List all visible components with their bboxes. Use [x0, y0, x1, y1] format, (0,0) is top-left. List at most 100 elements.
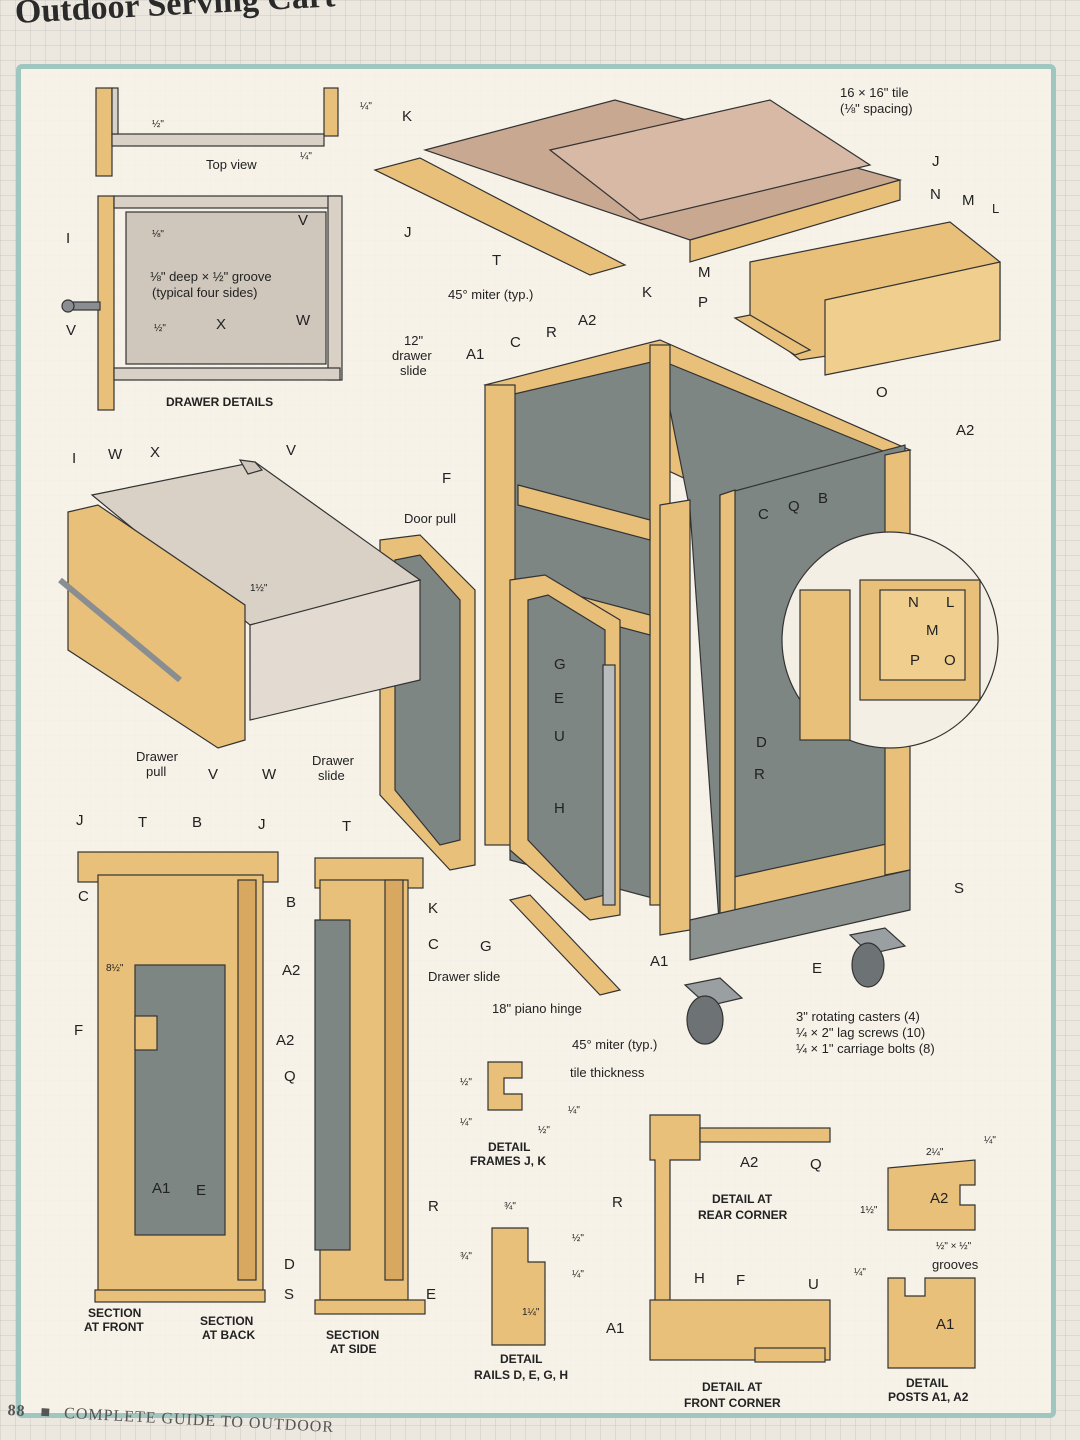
- top-view-caption: Top view: [206, 157, 257, 172]
- sec-label-b1: B: [192, 814, 203, 831]
- section-back-drawing: [314, 857, 426, 1315]
- sec-label-s: S: [284, 1286, 295, 1303]
- front-cap-2: FRONT CORNER: [684, 1396, 781, 1410]
- posts-label-a2: A2: [930, 1190, 949, 1207]
- ex-label-e2: E: [812, 960, 823, 977]
- dx-label-x: X: [150, 444, 161, 461]
- ex-label-l: L: [992, 201, 1000, 216]
- ex-door-pull: Door pull: [404, 511, 457, 526]
- rear-cap-2: REAR CORNER: [698, 1208, 788, 1222]
- ex-label-a2a: A2: [578, 312, 597, 329]
- sec-label-q: Q: [284, 1068, 296, 1085]
- posts-grooves-2: grooves: [932, 1257, 979, 1272]
- sec-label-t2: T: [342, 818, 352, 835]
- front-label-f: F: [736, 1272, 746, 1289]
- drawer-front-drawing: [733, 221, 1001, 376]
- dd-label-i: I: [66, 230, 71, 247]
- sec-label-t1: T: [138, 814, 148, 831]
- sec-label-c2: C: [428, 936, 439, 953]
- ex-label-c1: C: [510, 334, 521, 351]
- dr-dim-q: ¼": [572, 1269, 584, 1280]
- top-view-drawing: [95, 87, 339, 177]
- sec-label-e2: E: [426, 1286, 437, 1303]
- ex-label-p: P: [698, 294, 709, 311]
- rear-label-r: R: [612, 1194, 623, 1211]
- sec-label-k: K: [428, 900, 439, 917]
- sec-cap-side-1: SECTION: [326, 1328, 380, 1342]
- ex-label-r1: R: [546, 324, 557, 341]
- sec-label-a2a: A2: [282, 962, 301, 979]
- ex-label-o: O: [876, 384, 888, 401]
- dr-dim-1q: 1¼": [522, 1307, 540, 1318]
- sec-label-j1: J: [76, 812, 84, 829]
- rear-cap-1: DETAIL AT: [712, 1192, 773, 1206]
- dx-drawer-slide-2: slide: [318, 768, 345, 783]
- ex-slide-note-1: 12": [404, 333, 424, 348]
- front-label-u: U: [808, 1276, 819, 1293]
- dx-drawer-pull-1: Drawer: [136, 749, 178, 764]
- posts-cap-2: POSTS A1, A2: [888, 1390, 969, 1404]
- top-view-dim-quarter-b: ¼": [300, 151, 312, 162]
- ex-label-r2: R: [754, 766, 765, 783]
- inset-label-o: O: [944, 652, 956, 669]
- sec-label-f: F: [74, 1022, 84, 1039]
- ex-label-t: T: [492, 252, 502, 269]
- dd-label-v1: V: [298, 212, 309, 229]
- sec-label-r: R: [428, 1198, 439, 1215]
- posts-dim-q-top: ¼": [984, 1135, 996, 1146]
- sec-label-a1: A1: [152, 1180, 171, 1197]
- detail-front-corner-drawing: [649, 1299, 831, 1363]
- dr-dim-3q: ¾": [504, 1201, 516, 1212]
- detail-frames-drawing: [487, 1061, 523, 1111]
- top-view-dim-quarter-a: ¼": [360, 101, 372, 112]
- sec-label-j2: J: [258, 816, 266, 833]
- dx-label-v2: V: [208, 766, 219, 783]
- ex-slide-note-3: slide: [400, 363, 427, 378]
- inset-label-n: N: [908, 594, 919, 611]
- dx-label-i: I: [72, 450, 77, 467]
- posts-cap-1: DETAIL: [906, 1376, 949, 1390]
- sec-drawer-slide: Drawer slide: [428, 969, 501, 984]
- ex-miter-note: 45° miter (typ.): [448, 287, 534, 302]
- df-cap-1: DETAIL: [488, 1140, 531, 1154]
- ex-label-e1: E: [554, 690, 565, 707]
- dr-cap-1: DETAIL: [500, 1352, 543, 1366]
- sec-cap-side-2: AT SIDE: [330, 1342, 377, 1356]
- dx-label-w: W: [108, 446, 123, 463]
- sec-label-b2: B: [286, 894, 297, 911]
- ex-label-a2b: A2: [956, 422, 975, 439]
- ex-label-j2: J: [932, 153, 940, 170]
- drawer-details-drawing: [61, 195, 343, 411]
- front-label-a1: A1: [606, 1320, 625, 1337]
- ex-label-g2: G: [480, 938, 492, 955]
- df-dim-half1: ½": [460, 1077, 472, 1088]
- cabinet-body-drawing: [483, 339, 912, 961]
- dx-dim: 1½": [250, 583, 268, 594]
- ex-slide-note-2: drawer: [392, 348, 432, 363]
- ex-label-u: U: [554, 728, 565, 745]
- ex-caster-3: ¼ × 1" carriage bolts (8): [796, 1041, 935, 1056]
- ex-miter-note-2: 45° miter (typ.): [572, 1037, 658, 1052]
- dx-label-w2: W: [262, 766, 277, 783]
- ex-label-q: Q: [788, 498, 800, 515]
- ex-caster-2: ¼ × 2" lag screws (10): [796, 1025, 926, 1040]
- sec-label-d: D: [284, 1256, 295, 1273]
- dr-dim-half: ½": [572, 1233, 584, 1244]
- dr-cap-2: RAILS D, E, G, H: [474, 1368, 569, 1382]
- posts-grooves-1: ½" × ½": [936, 1241, 972, 1252]
- posts-dim-q-left: ¼": [854, 1267, 866, 1278]
- dd-groove-note-2: (typical four sides): [152, 285, 258, 300]
- sec-dim: 8½": [106, 963, 124, 974]
- inset-label-m: M: [926, 622, 939, 639]
- sec-label-a2b: A2: [276, 1032, 295, 1049]
- dx-drawer-slide-1: Drawer: [312, 753, 354, 768]
- dx-label-v: V: [286, 442, 297, 459]
- sec-label-c1: C: [78, 888, 89, 905]
- detail-posts-drawing: [887, 1159, 976, 1369]
- sec-cap-front-1: SECTION: [88, 1306, 142, 1320]
- inset-label-l: L: [946, 594, 955, 611]
- page-number: 88: [7, 1402, 26, 1420]
- ex-tile-note-2: (⅛" spacing): [840, 101, 913, 116]
- top-view-dim-half: ½": [152, 119, 164, 130]
